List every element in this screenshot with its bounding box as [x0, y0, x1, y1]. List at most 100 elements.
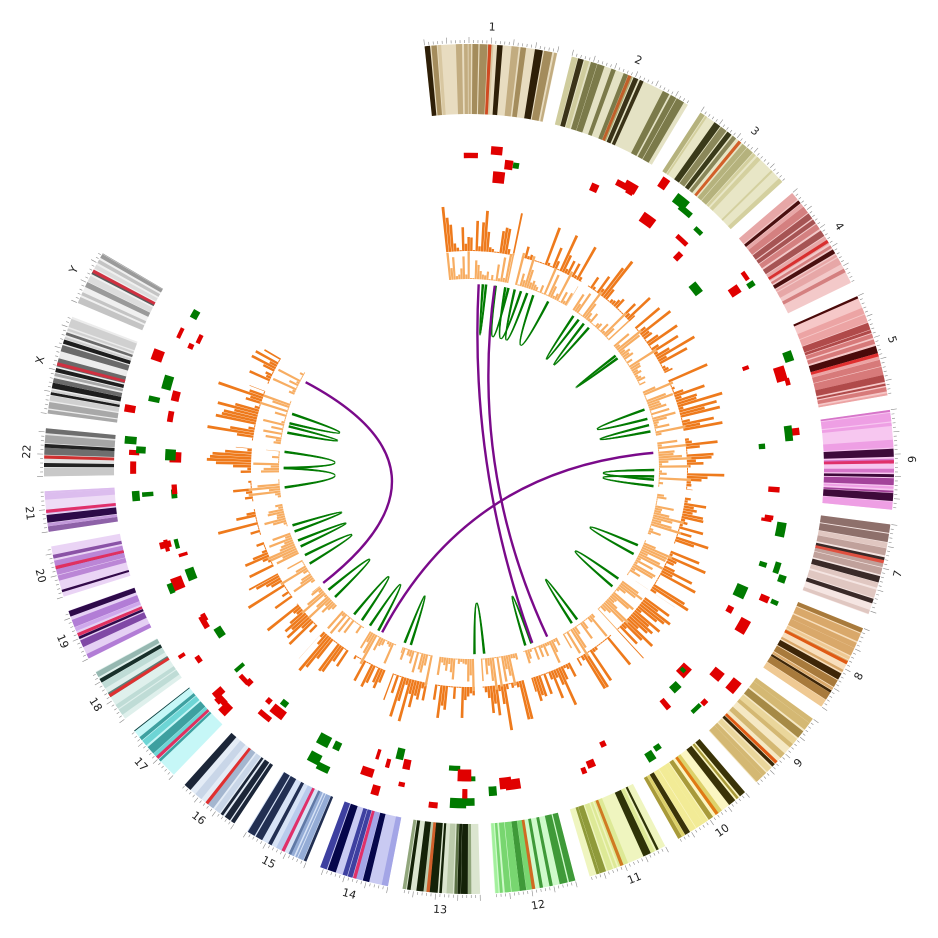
histogram-bar-inner — [505, 655, 512, 676]
tick — [826, 699, 830, 702]
cnv-gain-segment — [166, 410, 175, 423]
histogram-bar-outer — [626, 617, 639, 630]
histogram-bar-inner — [275, 439, 282, 442]
tick — [795, 193, 799, 196]
tick — [740, 138, 743, 141]
histogram-bar-outer — [657, 577, 660, 580]
tick — [303, 862, 307, 869]
tick — [271, 847, 274, 851]
tick — [584, 56, 587, 60]
tick — [77, 292, 81, 295]
histogram-bar-outer — [249, 564, 274, 579]
histogram-bar-inner — [259, 401, 289, 413]
cnv-gain-segment — [187, 342, 195, 350]
histogram-bar-outer — [683, 505, 694, 510]
histogram-bar-outer — [619, 625, 638, 645]
histogram-track-outer — [206, 206, 725, 731]
histogram-bar-inner — [324, 599, 333, 607]
histogram-bar-outer — [684, 502, 707, 509]
cytoband — [812, 551, 883, 575]
tick — [722, 124, 726, 128]
histogram-bar-outer — [284, 586, 287, 589]
cytoband — [95, 638, 160, 678]
histogram-bar-outer — [686, 459, 696, 463]
cnv-loss-segment — [690, 703, 702, 715]
histogram-bar-inner — [327, 610, 344, 630]
histogram-bar-inner — [503, 655, 508, 670]
histogram-bar-outer — [394, 673, 397, 676]
histogram-bar-outer — [265, 371, 273, 377]
histogram-bar-outer — [555, 668, 565, 686]
histogram-bar-outer — [335, 649, 349, 667]
histogram-bar-outer — [652, 334, 679, 353]
tick — [763, 159, 767, 162]
histogram-bar-inner — [383, 642, 395, 664]
histogram-bar-outer — [478, 246, 481, 252]
cnv-loss-segment — [774, 521, 787, 538]
histogram-bar-outer — [278, 359, 281, 363]
cnv-loss-segment — [161, 374, 175, 391]
histogram-track-inner — [248, 251, 692, 692]
histogram-bar-outer — [576, 246, 597, 281]
tick — [876, 593, 880, 596]
histogram-bar-inner — [526, 269, 535, 289]
tick — [252, 836, 255, 840]
cnv-gain-segment — [194, 654, 203, 664]
chr-label-17: 17 — [131, 755, 150, 774]
histogram-bar-inner — [579, 622, 593, 640]
histogram-bar-outer — [246, 511, 256, 516]
tick — [799, 736, 805, 742]
tick — [880, 576, 885, 579]
cytoband — [77, 297, 145, 331]
histogram-bar-outer — [548, 671, 554, 680]
histogram-bar-outer — [620, 312, 624, 315]
histogram-bar-outer — [573, 274, 578, 279]
tick — [119, 719, 125, 724]
tick — [423, 39, 425, 46]
tick — [851, 656, 855, 659]
tick — [80, 279, 87, 283]
histogram-bar-inner — [443, 657, 447, 666]
tick — [854, 648, 861, 652]
tick — [886, 555, 890, 557]
histogram-bar-inner — [572, 293, 585, 311]
cytoband — [224, 759, 270, 821]
histogram-bar-inner — [265, 434, 282, 440]
tick — [412, 891, 414, 898]
histogram-bar-outer — [248, 480, 252, 483]
histogram-bar-outer — [371, 667, 381, 683]
tick — [85, 276, 89, 279]
tick — [888, 541, 892, 544]
tick — [47, 549, 51, 551]
histogram-bar-inner — [650, 407, 670, 416]
histogram-bar-outer — [318, 643, 340, 672]
tick — [38, 431, 45, 433]
histogram-bar-outer — [655, 347, 670, 358]
histogram-bar-inner — [494, 657, 497, 659]
histogram-bar-inner — [507, 654, 517, 685]
cytoband — [65, 332, 133, 358]
histogram-bar-inner — [300, 573, 312, 582]
histogram-bar-inner — [560, 291, 568, 304]
histogram-bar-outer — [274, 595, 293, 610]
link-intra — [283, 466, 336, 489]
link-track — [283, 284, 655, 655]
tick — [351, 878, 354, 882]
histogram-bar-inner — [411, 651, 420, 673]
cnv-loss-segment — [449, 797, 467, 809]
chr-label-22: 22 — [20, 444, 34, 458]
histogram-bar-inner — [519, 273, 525, 287]
tick — [882, 366, 886, 368]
histogram-bar-outer — [250, 482, 252, 486]
histogram-bar-inner — [658, 470, 663, 473]
histogram-bar-outer — [611, 300, 617, 306]
tick — [833, 688, 840, 692]
cytoband — [807, 569, 877, 598]
histogram-bar-inner — [548, 640, 561, 664]
cnv-loss-segment — [135, 446, 146, 454]
histogram-bar-inner — [341, 612, 346, 617]
histogram-bar-inner — [523, 255, 536, 288]
link-intra — [545, 315, 580, 361]
histogram-bar-inner — [658, 477, 692, 482]
histogram-bar-outer — [408, 679, 415, 695]
